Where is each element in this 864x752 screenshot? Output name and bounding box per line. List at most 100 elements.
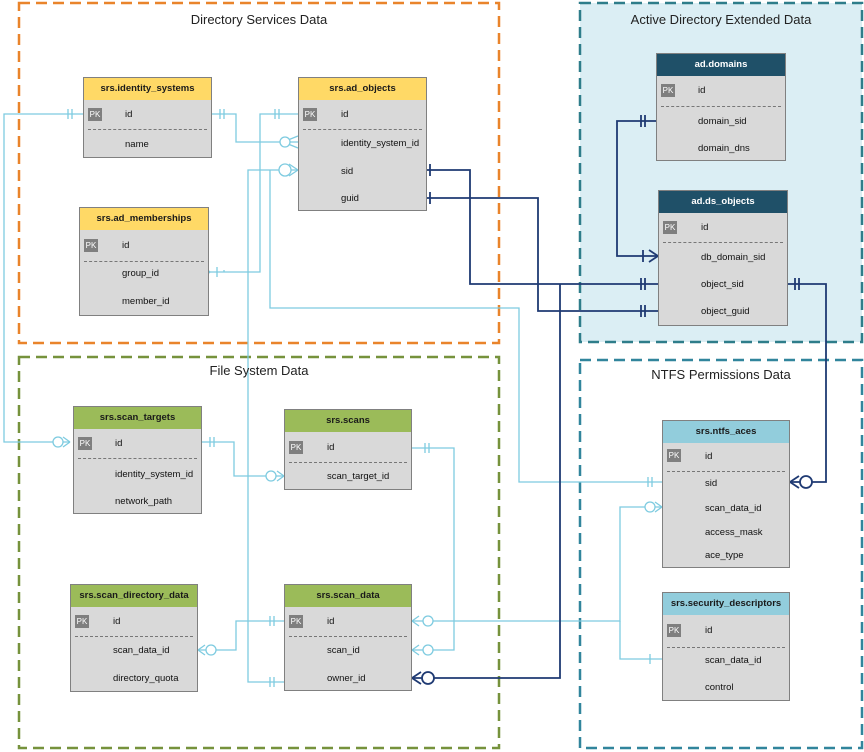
field-scan-data-id: scan_data_id bbox=[705, 503, 762, 514]
field-divider bbox=[667, 471, 785, 472]
table-title: srs.scan_directory_data bbox=[71, 585, 197, 607]
field-id: id bbox=[113, 616, 121, 627]
field-sid: sid bbox=[705, 478, 718, 489]
crow-foot-ntfs-sid bbox=[789, 475, 800, 489]
table-title: srs.ad_memberships bbox=[80, 208, 208, 230]
circle-ntfs-sid bbox=[799, 475, 813, 489]
table-scan-directory-data[interactable]: srs.scan_directory_data PK id scan_data_… bbox=[70, 584, 198, 692]
table-scan-data[interactable]: srs.scan_data PK id scan_id owner_id bbox=[284, 584, 412, 691]
field-domain-sid: domain_sid bbox=[698, 116, 747, 127]
table-ad-memberships[interactable]: srs.ad_memberships PK id group_id member… bbox=[79, 207, 209, 316]
tick-object-sid-right bbox=[794, 278, 800, 290]
circle-scan-id bbox=[422, 644, 434, 656]
field-id: id bbox=[701, 222, 709, 233]
region-title-directory: Directory Services Data bbox=[190, 12, 328, 27]
field-divider bbox=[289, 636, 407, 637]
field-identity-system-id: identity_system_id bbox=[341, 138, 420, 149]
tick-domains bbox=[640, 115, 646, 127]
crow-foot-db-domain bbox=[648, 249, 659, 263]
field-divider bbox=[78, 458, 197, 459]
circle-scan-target-id bbox=[265, 470, 277, 482]
field-scan-id: scan_id bbox=[327, 645, 360, 656]
crow-foot-scan-id bbox=[411, 644, 420, 656]
table-scan-targets[interactable]: srs.scan_targets PK id identity_system_i… bbox=[73, 406, 202, 514]
region-file-system: File System Data bbox=[19, 357, 499, 387]
table-title: srs.ntfs_aces bbox=[663, 421, 789, 443]
tick-scan-targets-id bbox=[209, 437, 215, 447]
crow-foot-scan-data-id bbox=[197, 644, 206, 656]
field-id: id bbox=[698, 85, 706, 96]
tick-identity-systems-id bbox=[219, 109, 225, 119]
table-ad-domains[interactable]: ad.domains PK id domain_sid domain_dns bbox=[656, 53, 786, 161]
field-sid: sid bbox=[341, 166, 354, 177]
circle-scan-data-right bbox=[422, 615, 434, 627]
field-id: id bbox=[327, 616, 335, 627]
region-directory: Directory Services Data bbox=[19, 3, 499, 33]
field-id: id bbox=[125, 109, 133, 120]
rel-identity-scan-targets bbox=[3, 113, 83, 443]
table-ntfs-aces[interactable]: srs.ntfs_aces PK id sid scan_data_id acc… bbox=[662, 420, 790, 568]
tick-object-sid bbox=[640, 278, 646, 290]
table-security-descriptors[interactable]: srs.security_descriptors PK id scan_data… bbox=[662, 592, 790, 701]
rel-scan-targets-scans bbox=[202, 441, 284, 477]
rel-sid-ntfs bbox=[269, 170, 662, 483]
field-guid: guid bbox=[341, 193, 359, 204]
field-group-id: group_id bbox=[122, 268, 159, 279]
rel-sid-object-sid bbox=[412, 169, 658, 285]
tick-ntfs-sid bbox=[647, 477, 653, 487]
field-network-path: network_path bbox=[115, 496, 173, 507]
pk-badge: PK bbox=[667, 624, 681, 637]
tick-ad-objects-id bbox=[274, 109, 280, 119]
field-divider bbox=[88, 129, 207, 130]
field-object-guid: object_guid bbox=[701, 306, 750, 317]
table-title: ad.domains bbox=[657, 54, 785, 76]
field-domain-dns: domain_dns bbox=[698, 143, 750, 154]
pk-badge: PK bbox=[75, 615, 89, 628]
field-scan-data-id: scan_data_id bbox=[705, 655, 762, 666]
field-id: id bbox=[122, 240, 130, 251]
pk-badge: PK bbox=[663, 221, 677, 234]
tick-scan-data-left bbox=[269, 616, 275, 626]
field-directory-quota: directory_quota bbox=[113, 673, 179, 684]
field-id: id bbox=[115, 438, 123, 449]
rel-scan-data-secdesc bbox=[619, 621, 662, 660]
field-identity-system-id: identity_system_id bbox=[115, 469, 194, 480]
region-box-file-system bbox=[17, 355, 501, 750]
field-id: id bbox=[705, 451, 713, 462]
field-divider bbox=[667, 647, 785, 648]
field-id: id bbox=[705, 625, 713, 636]
field-member-id: member_id bbox=[122, 296, 170, 307]
field-object-sid: object_sid bbox=[701, 279, 744, 290]
region-ntfs: NTFS Permissions Data bbox=[580, 360, 862, 390]
circle-ntfs-scan-data bbox=[644, 501, 656, 513]
field-id: id bbox=[341, 109, 349, 120]
tick-identity-left bbox=[67, 109, 73, 119]
pk-badge: PK bbox=[303, 108, 317, 121]
region-box-ntfs bbox=[578, 358, 864, 750]
field-name: name bbox=[125, 139, 149, 150]
table-identity-systems[interactable]: srs.identity_systems PK id name bbox=[83, 77, 212, 158]
pk-badge: PK bbox=[78, 437, 92, 450]
circle-scan-targets bbox=[52, 436, 64, 448]
field-divider bbox=[75, 636, 193, 637]
field-divider bbox=[663, 242, 783, 243]
table-title: srs.identity_systems bbox=[84, 78, 211, 100]
field-ace-type: ace_type bbox=[705, 550, 744, 561]
table-ad-ds-objects[interactable]: ad.ds_objects PK id db_domain_sid object… bbox=[658, 190, 788, 326]
table-title: srs.security_descriptors bbox=[663, 593, 789, 615]
crow-foot-scan-targets bbox=[62, 436, 71, 448]
table-ad-objects[interactable]: srs.ad_objects PK id identity_system_id … bbox=[298, 77, 427, 211]
crow-foot-ntfs-scan-data bbox=[654, 501, 663, 513]
field-db-domain-sid: db_domain_sid bbox=[701, 252, 766, 263]
table-scans[interactable]: srs.scans PK id scan_target_id bbox=[284, 409, 412, 490]
field-id: id bbox=[327, 442, 335, 453]
region-title-active-directory: Active Directory Extended Data bbox=[630, 12, 812, 27]
circle-sid bbox=[278, 163, 292, 177]
pk-badge: PK bbox=[667, 449, 681, 462]
crow-foot-scan-data-right bbox=[411, 615, 420, 627]
region-box-directory bbox=[17, 1, 501, 345]
rel-domains-ds-objects bbox=[616, 120, 658, 257]
table-title: srs.scan_data bbox=[285, 585, 411, 607]
circle-owner-id bbox=[421, 671, 435, 685]
rel-owner-object-sid bbox=[412, 284, 561, 679]
